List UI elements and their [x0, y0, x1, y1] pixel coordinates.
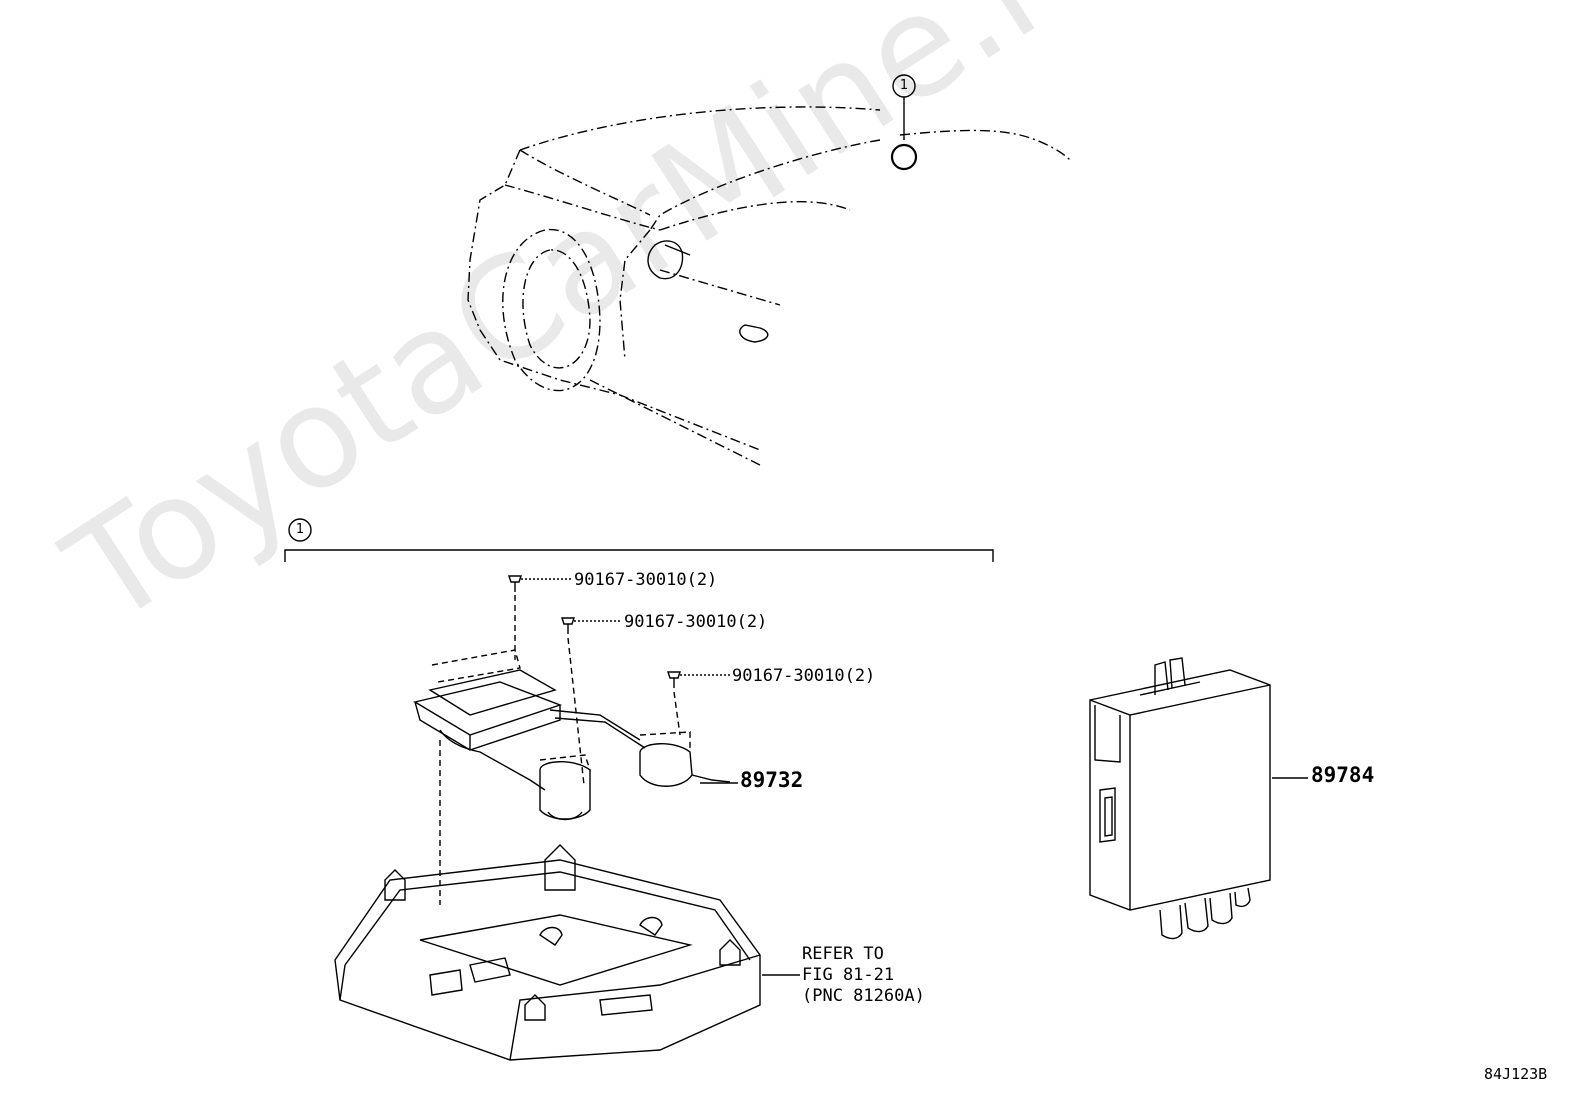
overhead-console	[334, 844, 761, 1061]
screw-label-3: 90167-30010(2)	[732, 666, 876, 686]
screw-1	[508, 575, 572, 660]
callout-top-number: 1	[899, 78, 909, 93]
refer-line-1: REFER TO	[802, 944, 884, 964]
sensor-assembly-89732	[413, 649, 731, 905]
screw-3	[667, 671, 730, 736]
mirror-outline	[647, 240, 769, 343]
figure-code: 84J123B	[1484, 1065, 1548, 1083]
screw-label-2: 90167-30010(2)	[624, 612, 768, 632]
ecu-module-89784	[1089, 657, 1271, 940]
refer-line-2: FIG 81-21	[802, 965, 895, 985]
group-bracket	[284, 549, 994, 562]
refer-line-3: (PNC 81260A)	[802, 986, 925, 1006]
part-number-89784: 89784	[1311, 763, 1375, 787]
callout-group-number: 1	[295, 522, 305, 537]
callout-top-circle	[892, 74, 916, 98]
screw-label-1: 90167-30010(2)	[574, 570, 718, 590]
location-marker	[890, 143, 918, 171]
callout-group-circle	[288, 518, 312, 542]
car-outline	[467, 106, 1071, 466]
screw-2	[561, 617, 622, 786]
part-number-89732: 89732	[740, 768, 804, 792]
